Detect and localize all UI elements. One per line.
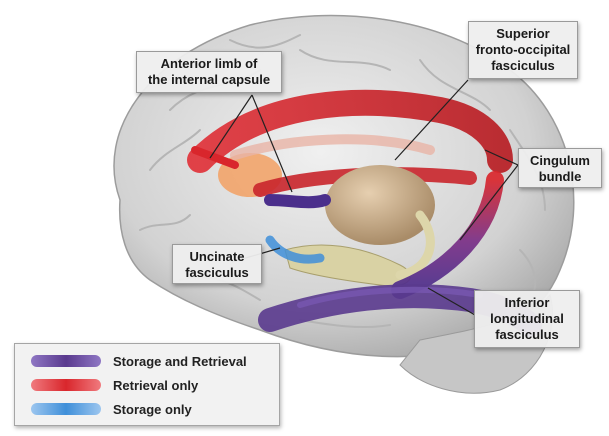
anterior-limb-tract (270, 200, 325, 202)
legend-item-storage-retrieval: Storage and Retrieval (15, 352, 279, 372)
purple-swatch-icon (31, 355, 101, 367)
label-cingulum: Cingulum bundle (518, 148, 602, 188)
blue-swatch-icon (31, 403, 101, 415)
legend: Storage and Retrieval Retrieval only Sto… (14, 343, 280, 426)
label-uncinate: Uncinate fasciculus (172, 244, 262, 284)
thalamus (325, 165, 435, 245)
label-superior-fof: Superior fronto-occipital fasciculus (468, 21, 578, 79)
legend-item-retrieval-only: Retrieval only (15, 376, 279, 396)
red-swatch-icon (31, 379, 101, 391)
label-anterior-limb: Anterior limb of the internal capsule (136, 51, 282, 93)
label-ilf: Inferior longitudinal fasciculus (474, 290, 580, 348)
legend-item-storage-only: Storage only (15, 400, 279, 420)
